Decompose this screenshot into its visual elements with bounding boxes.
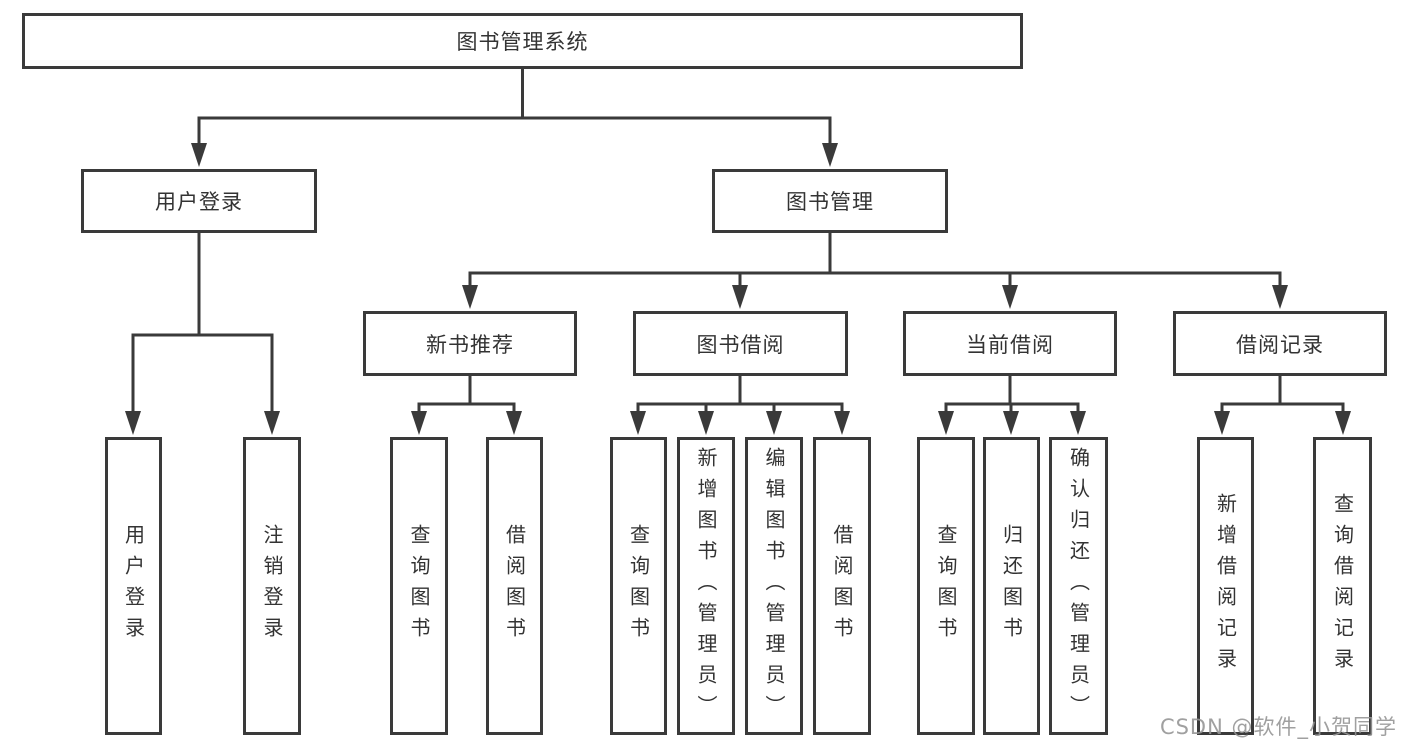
- node-leaf-add-books-admin: 新增图书（管理员）: [677, 437, 735, 735]
- node-label: 当前借阅: [966, 332, 1054, 357]
- node-user-login: 用户登录: [81, 169, 317, 233]
- node-label: 图书管理: [786, 190, 874, 214]
- node-label: 编辑图书（管理员）: [762, 446, 786, 726]
- node-label: 新增图书（管理员）: [694, 446, 718, 726]
- node-label: 查询图书: [934, 524, 958, 648]
- node-leaf-edit-books-admin: 编辑图书（管理员）: [745, 437, 803, 735]
- csdn-watermark: CSDN @软件_小贺同学: [1159, 715, 1397, 739]
- node-leaf-borrow-books: 借阅图书: [813, 437, 871, 735]
- node-leaf-query-books-recommendation: 查询图书: [390, 437, 448, 735]
- node-label: 借阅图书: [502, 524, 527, 648]
- node-label: 确认归还（管理员）: [1066, 446, 1091, 726]
- node-label: 查询图书: [407, 524, 431, 648]
- node-leaf-confirm-return-admin: 确认归还（管理员）: [1049, 437, 1108, 735]
- node-label: 借阅图书: [830, 524, 854, 648]
- node-book-management: 图书管理: [712, 169, 948, 233]
- node-leaf-query-borrow-record: 查询借阅记录: [1313, 437, 1372, 735]
- node-leaf-return-books: 归还图书: [983, 437, 1040, 735]
- node-label: 用户登录: [155, 190, 243, 214]
- node-new-book-recommendation: 新书推荐: [363, 311, 577, 376]
- node-borrowing-records: 借阅记录: [1173, 311, 1387, 376]
- node-leaf-logout: 注销登录: [243, 437, 301, 735]
- node-leaf-add-borrow-record: 新增借阅记录: [1197, 437, 1254, 735]
- node-label: 查询借阅记录: [1330, 493, 1355, 679]
- node-label: 新增借阅记录: [1213, 493, 1238, 679]
- node-label: 用户登录: [121, 524, 146, 648]
- node-leaf-query-books-borrowing: 查询图书: [610, 437, 667, 735]
- node-label: 注销登录: [260, 524, 284, 648]
- node-label: 归还图书: [999, 524, 1024, 648]
- node-label: 图书管理系统: [456, 30, 589, 54]
- node-leaf-borrow-books-recommendation: 借阅图书: [486, 437, 543, 735]
- node-label: 查询图书: [626, 524, 651, 648]
- node-book-borrowing: 图书借阅: [633, 311, 848, 376]
- node-current-borrowing: 当前借阅: [903, 311, 1117, 376]
- node-library-system: 图书管理系统: [22, 13, 1023, 69]
- node-label: 新书推荐: [426, 332, 514, 357]
- node-leaf-user-login: 用户登录: [105, 437, 162, 735]
- node-label: 借阅记录: [1236, 332, 1324, 357]
- node-label: 图书借阅: [696, 332, 785, 357]
- node-leaf-query-books-current: 查询图书: [917, 437, 975, 735]
